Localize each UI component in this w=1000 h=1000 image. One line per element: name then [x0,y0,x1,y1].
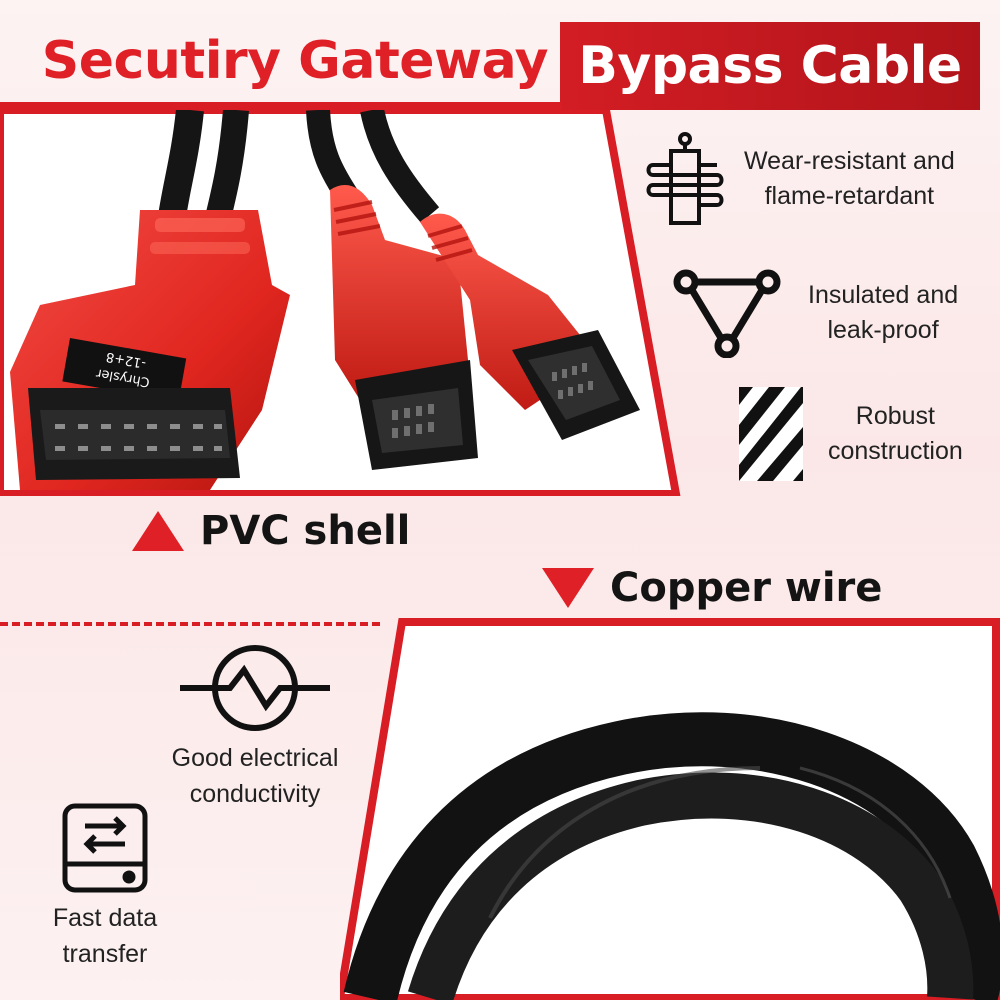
connector-label-pins: -12+8 [105,349,147,371]
triangle-up-icon [132,511,184,551]
feature-5-line1: Fast data [52,904,158,932]
copper-wire-label: Copper wire [542,562,882,614]
feature-1-line1: Wear-resistant and [744,147,955,175]
feature-4-line2: conductivity [189,780,321,808]
feature-5-line2: transfer [62,940,148,968]
feature-robust: Robust construction [728,384,990,484]
feature-insulated: Insulated and leak-proof [672,260,990,366]
feature-3-line2: construction [828,437,963,465]
feature-conductivity: Good electrical conductivity [150,640,360,815]
triangle-nodes-icon [672,258,782,368]
pvc-shell-label: PVC shell [132,505,410,557]
product-photo-cable-closeup [340,618,1000,1000]
feature-3-line1: Robust [855,402,935,430]
pvc-shell-text: PVC shell [200,508,411,554]
feature-1-line2: flame-retardant [764,182,935,210]
title-right-banner: Bypass Cable [560,22,980,110]
feature-2-line2: leak-proof [827,316,939,344]
title-left: Secutiry Gateway [41,31,549,91]
feature-wear-resistant: Wear-resistant and flame-retardant [630,124,990,234]
triangle-down-icon [542,568,594,608]
feature-2-line1: Insulated and [808,281,959,309]
coil-resistance-icon [630,124,740,234]
feature-data-transfer: Fast data transfer [20,800,190,980]
title-underline [0,102,562,110]
ac-signal-icon [150,640,360,736]
dashed-divider [0,622,380,626]
copper-wire-text: Copper wire [610,565,883,611]
feature-4-line1: Good electrical [171,744,339,772]
striped-block-icon [728,384,814,484]
data-transfer-drive-icon [20,800,190,896]
product-photo-connectors: Chrysler -12+8 [0,110,692,496]
